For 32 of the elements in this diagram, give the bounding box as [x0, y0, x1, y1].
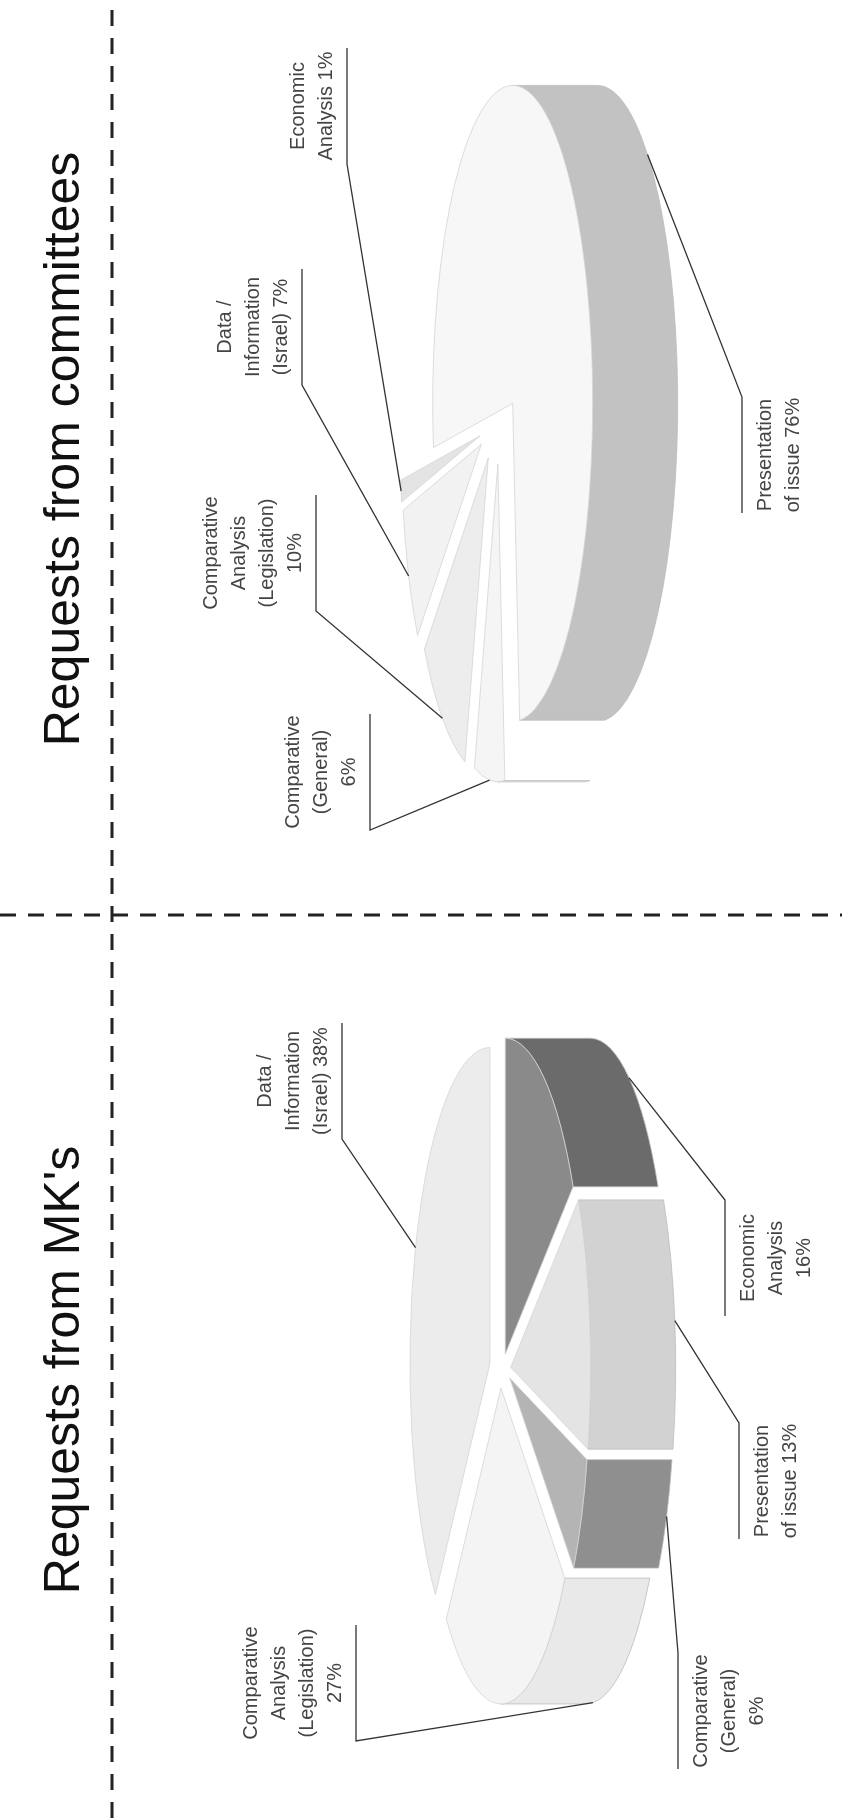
slice-label: Comparative Analysis (Legislation) 27%: [228, 1625, 356, 1741]
slice-label: Presentation of issue 76%: [742, 397, 814, 513]
chart-title: Requests from MK's: [37, 1145, 87, 1595]
slice-label: Economic Analysis 16%: [725, 1200, 825, 1316]
leader-line: [355, 1624, 594, 1742]
leader-line: [301, 268, 410, 577]
leader-line: [315, 494, 444, 719]
pie-slice: [409, 1047, 491, 1595]
leader-line: [369, 713, 491, 831]
leader-line: [346, 47, 402, 492]
pie-slice: [474, 463, 591, 783]
pie-slice: [510, 1199, 677, 1450]
pie-slice: [432, 85, 678, 721]
pie-slice: [509, 1377, 673, 1569]
leader-line: [628, 1077, 726, 1317]
leader-line: [674, 1320, 740, 1540]
pie-slice: [446, 1387, 651, 1705]
slice-label: Comparative (General) 6%: [678, 1653, 778, 1769]
pie-slice: [424, 457, 489, 763]
slice-label: Data / Information (Israel) 7%: [202, 269, 302, 385]
slice-label: Presentation of issue 13%: [739, 1423, 811, 1539]
chart-title: Requests from committees: [37, 151, 87, 747]
pie-slice: [504, 1037, 659, 1355]
leader-line: [665, 1515, 679, 1770]
slice-label: Economic Analysis 1%: [275, 48, 347, 164]
leader-line: [341, 1022, 417, 1249]
leader-line: [646, 153, 743, 514]
pie-slice: [400, 435, 481, 503]
slice-label: Comparative Analysis (Legislation) 10%: [188, 495, 316, 611]
pie-slice: [402, 443, 482, 636]
slice-label: Data / Information (Israel) 38%: [242, 1023, 342, 1139]
slice-label: Comparative (General) 6%: [270, 714, 370, 830]
